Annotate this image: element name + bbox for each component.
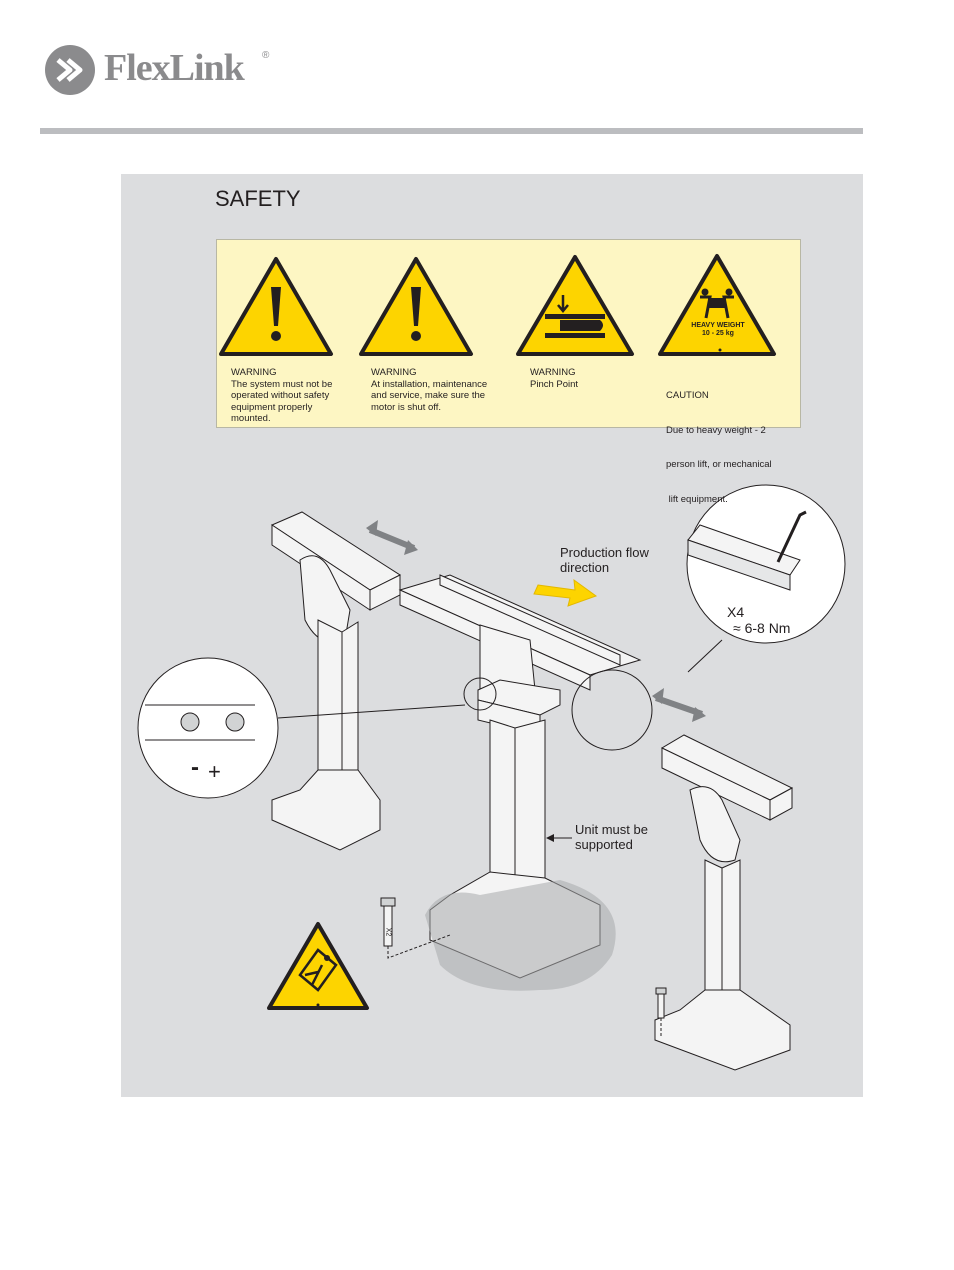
warning-line: and service, make sure the (371, 390, 486, 401)
page-title: SAFETY (215, 186, 301, 211)
pinch-point-icon (516, 255, 634, 356)
caution-line: lift equipment. (666, 493, 728, 505)
brand-name: FlexLink (104, 47, 245, 89)
torque-count: X4 (727, 604, 745, 620)
warning-text-2: WARNING At installation, maintenance and… (371, 367, 511, 413)
warning-line: operated without safety (231, 390, 330, 401)
warning-heading: WARNING (530, 367, 576, 378)
header-rule (40, 128, 863, 134)
production-flow-label: Production flow direction (560, 545, 649, 575)
exclamation-icon (219, 257, 333, 356)
flow-label-line: direction (560, 560, 610, 575)
support-label-line: supported (575, 837, 633, 852)
caution-text: CAUTION Due to heavy weight - 2 person l… (666, 367, 796, 517)
support-pointer-head (546, 834, 554, 842)
caution-line: Due to heavy weight - 2 (666, 424, 766, 436)
support-label-line: Unit must be (575, 822, 648, 837)
warning-heading: WARNING (231, 367, 277, 378)
adjust-arrow-left (366, 520, 418, 555)
production-flow-arrow (533, 578, 598, 607)
caution-line: person lift, or mechanical (666, 459, 772, 470)
warning-heading: WARNING (371, 367, 417, 378)
anchor-bolt-right (655, 987, 667, 1036)
caution-heading: CAUTION (666, 390, 709, 401)
adjust-detail-circle (137, 657, 497, 799)
tipping-hazard-icon (267, 922, 369, 1010)
flexlink-logo: FlexLink ® (44, 44, 284, 98)
support-label: Unit must be supported (575, 822, 648, 852)
heavy-weight-icon (658, 254, 776, 356)
right-stand (654, 734, 794, 1071)
warning-line: equipment properly (231, 401, 313, 413)
left-stand (270, 511, 402, 851)
warning-line: mounted. (231, 413, 271, 424)
flexlink-logo-mark-icon (45, 45, 95, 95)
torque-value: ≈ 6-8 Nm (733, 620, 791, 636)
heavy-weight-sign-line: 10 - 25 kg (702, 330, 734, 337)
floor-shadow (425, 880, 616, 991)
warning-line: At installation, maintenance (371, 378, 488, 390)
heavy-weight-sign-text: HEAVY WEIGHT 10 - 25 kg (686, 322, 750, 338)
flow-label-line: Production flow (560, 545, 649, 560)
exclamation-icon (359, 257, 473, 356)
warning-text-1: WARNING The system must not be operated … (231, 367, 361, 425)
heavy-weight-sign-line: HEAVY WEIGHT (691, 322, 745, 329)
warning-line: motor is shut off. (371, 401, 442, 413)
warning-line: The system must not be (231, 378, 333, 390)
warning-text-3: WARNING Pinch Point (530, 367, 650, 390)
torque-detail-circle (571, 484, 846, 751)
adjust-arrow-right (652, 688, 706, 722)
warning-line: Pinch Point (530, 378, 579, 390)
adjust-plus-label: + (208, 759, 221, 784)
bolt-count-label: X2 (384, 927, 392, 937)
anchor-bolt (380, 897, 451, 959)
registered-mark: ® (262, 50, 270, 61)
adjust-minus-label: - (191, 754, 199, 781)
